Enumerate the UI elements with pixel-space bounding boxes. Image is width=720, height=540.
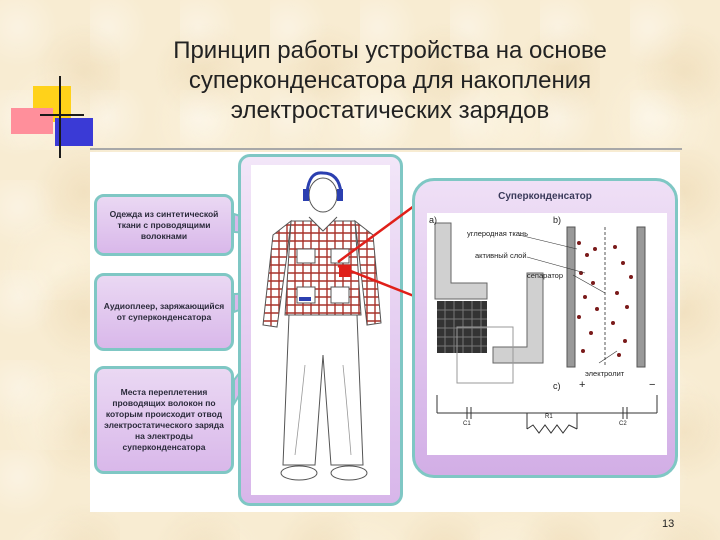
label-plus: +	[579, 379, 586, 391]
label-r1: R1	[545, 414, 553, 420]
person-drawing	[262, 171, 382, 481]
title-line-1: Принцип работы устройства на основе	[173, 37, 607, 64]
decor-square-blue	[55, 118, 93, 146]
label-minus: −	[649, 379, 656, 391]
supercapacitor-frame: Суперконденсатор	[412, 178, 678, 478]
carbon-fabric-electrode-2	[492, 272, 544, 364]
right-shoe	[330, 465, 368, 481]
left-sleeve	[262, 219, 292, 328]
electrode-right	[636, 226, 646, 368]
slide-title: Принцип работы устройства на основе супе…	[110, 36, 670, 126]
page-number: 13	[662, 518, 675, 530]
right-sleeve	[354, 219, 382, 326]
label-carbon-fabric: углеродная ткань	[467, 229, 528, 238]
label-c2: C2	[619, 421, 627, 427]
label-electrolyte: электролит	[585, 369, 625, 378]
trousers	[282, 314, 364, 466]
person-illustration	[251, 165, 390, 495]
diagram-panel: Одежда из синтетической ткани с проводящ…	[90, 152, 680, 512]
callout-fabric-text: Одежда из синтетической ткани с проводящ…	[109, 208, 219, 241]
label-b: b)	[553, 215, 562, 225]
decor-vertical-line	[59, 76, 61, 158]
headphones-icon	[305, 171, 343, 194]
decor-square-pink	[11, 108, 53, 134]
label-separator: сепаратор	[527, 271, 564, 280]
audio-player	[299, 297, 311, 301]
electrode-left	[566, 226, 576, 368]
carbon-fabric-electrode	[434, 222, 488, 300]
callout-player: Аудиоплеер, заряжающийся от суперконденс…	[94, 273, 234, 351]
title-line-3: электростатических зарядов	[230, 97, 550, 124]
label-c1: C1	[463, 421, 471, 427]
supercapacitor-title: Суперконденсатор	[498, 191, 592, 202]
equivalent-circuit	[436, 395, 658, 434]
title-divider	[90, 148, 682, 150]
decor-horizontal-line	[40, 114, 84, 116]
left-shoe	[280, 465, 318, 481]
supercapacitor-detail: а) b) углеродная ткань активный слой сеп…	[427, 213, 667, 455]
figure-frame	[238, 154, 403, 506]
callout-fabric: Одежда из синтетической ткани с проводящ…	[94, 194, 234, 256]
supercapacitor-drawing	[434, 222, 658, 434]
red-pointer-arrows	[337, 204, 415, 298]
label-a: а)	[429, 215, 438, 225]
label-active-layer: активный слой	[475, 251, 527, 260]
callout-junctions-text: Места переплетения проводящих волокон по…	[104, 387, 224, 452]
callout-junctions: Места переплетения проводящих волокон по…	[94, 366, 234, 474]
title-line-2: суперконденсатора для накопления	[188, 67, 592, 94]
label-c: c)	[553, 381, 561, 391]
callout-player-text: Аудиоплеер, заряжающийся от суперконденс…	[103, 301, 225, 322]
